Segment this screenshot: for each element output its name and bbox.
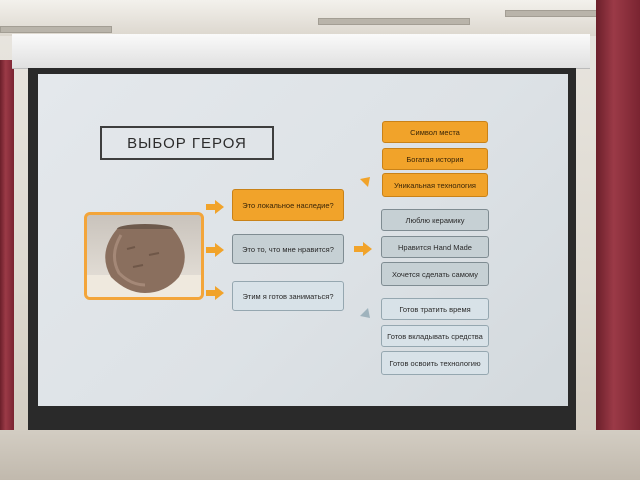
arrow-right-icon	[206, 200, 224, 214]
arrow-right-icon	[206, 286, 224, 300]
arrow-up-right-icon	[356, 177, 370, 191]
answer-like-1: Люблю керамику	[381, 209, 489, 231]
answer-ready-3: Готов освоить технологию	[381, 351, 489, 375]
answer-ready-1: Готов тратить время	[381, 298, 489, 320]
question-like: Это то, что мне нравится?	[232, 234, 344, 264]
projector-screen-housing	[12, 34, 590, 69]
answer-heritage-2: Богатая история	[382, 148, 488, 170]
curtain-right	[596, 0, 640, 480]
arrow-right-icon	[206, 243, 224, 257]
arrow-down-right-icon	[356, 304, 370, 318]
arrow-right-icon	[354, 242, 372, 256]
answer-ready-2: Готов вкладывать средства	[381, 325, 489, 347]
answer-heritage-3: Уникальная технология	[382, 173, 488, 197]
slide-title: ВЫБОР ГЕРОЯ	[100, 126, 274, 160]
presentation-slide: ВЫБОР ГЕРОЯ Это локальное наследие? Это …	[38, 74, 568, 406]
answer-like-2: Нравится Hand Made	[381, 236, 489, 258]
clay-pot-image	[87, 224, 201, 297]
curtain-left	[0, 60, 14, 440]
question-ready: Этим я готов заниматься?	[232, 281, 344, 311]
answer-heritage-1: Символ места	[382, 121, 488, 143]
classroom-wall-lower	[0, 430, 640, 480]
ceiling-vent	[0, 26, 112, 33]
answer-like-3: Хочется сделать самому	[381, 262, 489, 286]
clay-pot-photo	[84, 212, 204, 300]
ceiling	[0, 0, 640, 36]
ceiling-vent	[318, 18, 470, 25]
question-heritage: Это локальное наследие?	[232, 189, 344, 221]
